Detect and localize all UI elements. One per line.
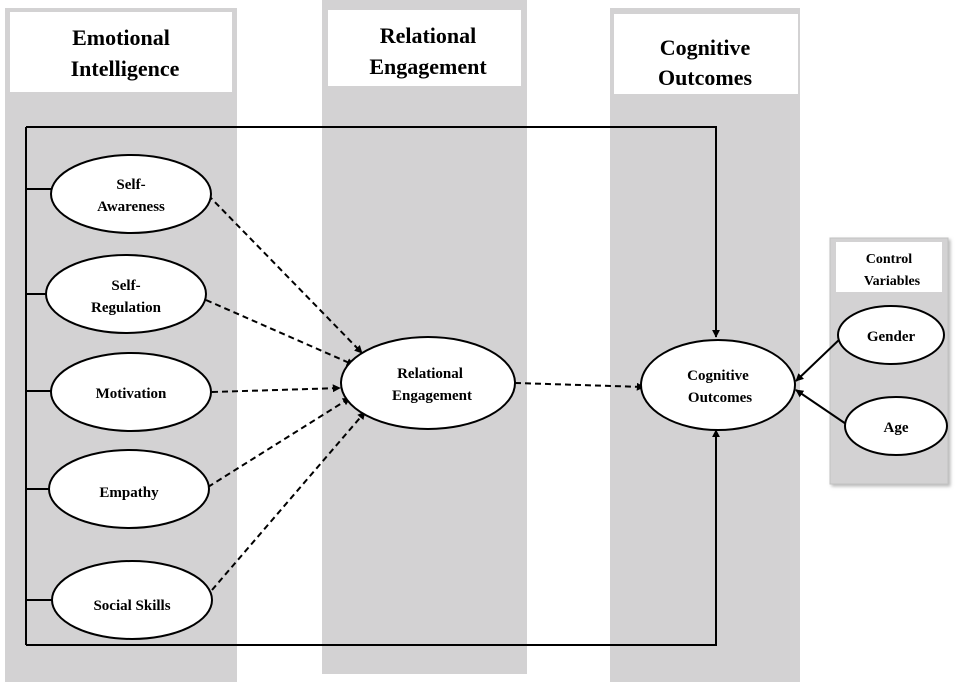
path-gender-to-cognitive: [795, 336, 843, 382]
column-title-relational-engagement-line2: Engagement: [369, 54, 487, 79]
control-variables-title-line1: Control: [866, 252, 913, 267]
column-title-box-cognitive-outcomes: [614, 14, 798, 94]
node-relational-engagement-line2: Engagement: [392, 388, 472, 404]
column-title-box-emotional-intelligence: [10, 12, 232, 92]
column-title-emotional-intelligence-line1: Emotional: [72, 25, 170, 50]
path-self-regulation-to-relational: [205, 299, 355, 366]
direct-path-lines: [25, 126, 720, 646]
control-path-lines: [795, 336, 850, 427]
path-motivation-to-relational: [211, 384, 341, 393]
control-variables-title-line2: Variables: [864, 274, 921, 289]
column-title-cognitive-outcomes-line1: Cognitive: [660, 35, 751, 60]
node-social-skills-label: Social Skills: [93, 598, 170, 614]
path-age-to-cognitive: [795, 389, 850, 427]
node-relational-engagement-line1: Relational: [397, 366, 463, 382]
node-self-awareness-line1: Self-: [116, 177, 145, 193]
node-self-awareness: Self- Awareness: [50, 154, 212, 234]
node-cognitive-outcomes-line1: Cognitive: [687, 368, 749, 384]
path-self-awareness-to-relational: [207, 194, 363, 354]
path-empathy-to-relational: [207, 397, 351, 488]
node-empathy-label: Empathy: [99, 485, 159, 501]
path-social-skills-to-relational: [211, 411, 366, 591]
column-title-box-relational-engagement: [328, 10, 521, 86]
column-title-emotional-intelligence-line2: Intelligence: [71, 56, 180, 81]
node-self-regulation: Self- Regulation: [45, 254, 207, 334]
node-relational-engagement: Relational Engagement: [340, 336, 516, 430]
bottom-direct-path: [26, 429, 720, 646]
control-variables-title-box: [836, 242, 942, 292]
mediating-path-lines: [205, 194, 645, 591]
node-age-label: Age: [884, 420, 909, 436]
column-title-cognitive-outcomes-line2: Outcomes: [658, 65, 753, 90]
node-social-skills: Social Skills: [51, 560, 213, 640]
node-self-regulation-line2: Regulation: [91, 300, 162, 316]
node-self-awareness-line2: Awareness: [97, 199, 165, 215]
node-cognitive-outcomes: Cognitive Outcomes: [640, 339, 796, 431]
path-relational-to-cognitive: [514, 382, 645, 391]
node-self-regulation-line1: Self-: [111, 278, 140, 294]
column-title-relational-engagement-line1: Relational: [380, 23, 477, 48]
node-motivation: Motivation: [50, 352, 212, 432]
node-cognitive-outcomes-line2: Outcomes: [688, 390, 752, 406]
node-age: Age: [844, 396, 948, 456]
node-empathy: Empathy: [48, 449, 210, 529]
node-gender: Gender: [837, 305, 945, 365]
top-direct-path: [26, 126, 720, 338]
node-motivation-label: Motivation: [96, 386, 167, 402]
node-gender-label: Gender: [867, 329, 916, 345]
